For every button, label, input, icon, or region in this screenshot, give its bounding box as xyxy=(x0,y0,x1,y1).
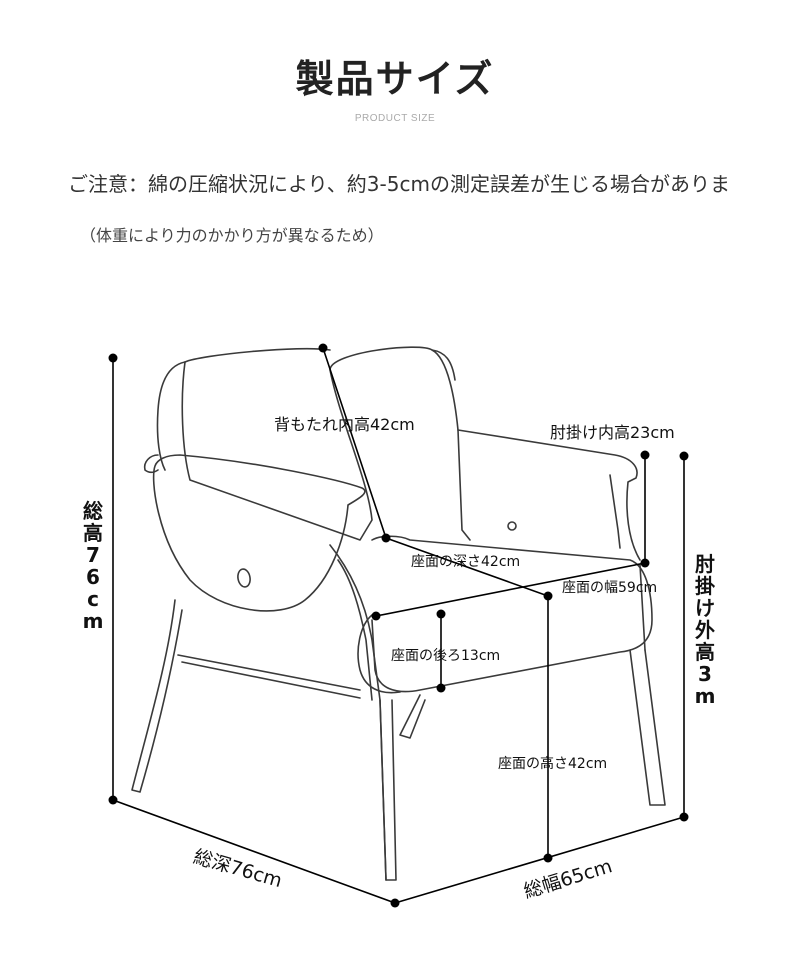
page-subtitle: PRODUCT SIZE xyxy=(354,113,436,124)
measurement-notice: ご注意：綿の圧縮状況により、約3-5cmの測定誤差が生じる場合がありま xyxy=(68,172,730,196)
dimension-lines xyxy=(112,347,685,904)
dimension-points xyxy=(108,343,689,908)
seat-height-label: 座面の高さ42cm xyxy=(498,756,608,772)
armrest-inner-height-label: 肘掛け内高23cm xyxy=(550,423,675,442)
seat-depth-label: 座面の深さ42cm xyxy=(411,554,521,570)
measurement-notice-reason: （体重により力のかかり方が異なるため） xyxy=(80,226,384,245)
armrest-outer-height-label: 肘掛け外高3m xyxy=(694,552,716,708)
page-title: 製品サイズ xyxy=(295,57,495,101)
seat-width-label: 座面の幅59cm xyxy=(562,580,658,596)
seat-rear-label: 座面の後ろ13cm xyxy=(391,648,501,664)
total-height-label: 総高76cm xyxy=(82,499,104,633)
chair-illustration xyxy=(131,346,666,881)
backrest-inner-height-label: 背もたれ内高42cm xyxy=(274,415,415,434)
